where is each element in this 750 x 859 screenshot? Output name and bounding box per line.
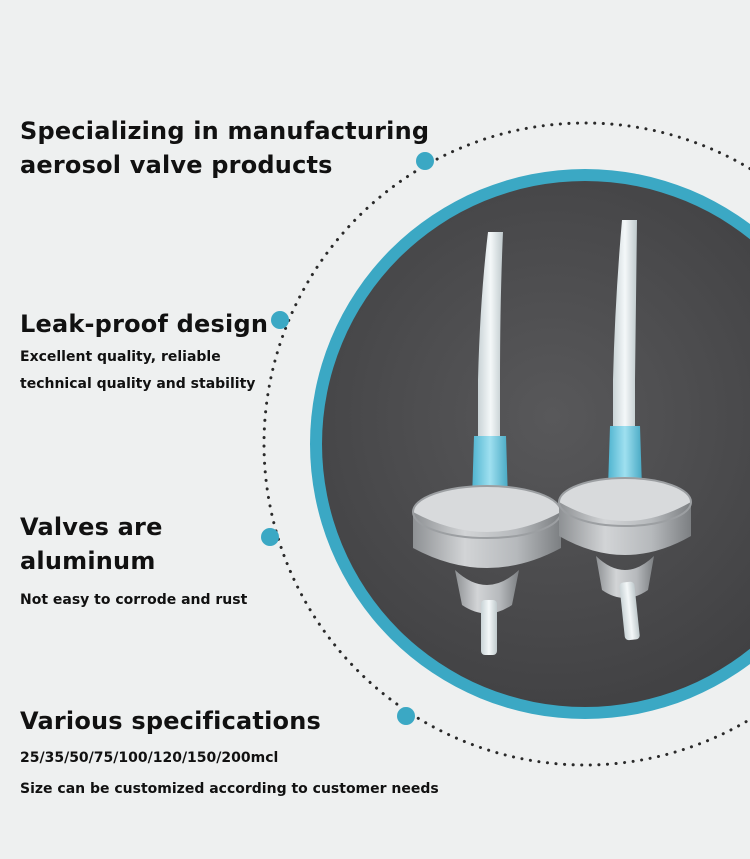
feature-title: aluminum: [20, 547, 156, 575]
accent-dot: [271, 311, 289, 329]
right-valve: [558, 220, 692, 641]
feature-leak-proof: Leak-proof design Excellent quality, rel…: [20, 307, 268, 395]
feature-description: Excellent quality, reliable: [20, 349, 221, 365]
feature-aluminum: Valves are aluminum Not easy to corrode …: [20, 510, 247, 611]
feature-description: 25/35/50/75/100/120/150/200mcl: [20, 750, 279, 766]
accent-dot: [397, 707, 415, 725]
accent-dot: [416, 152, 434, 170]
feature-title: Leak-proof design: [20, 310, 269, 338]
feature-description: Size can be customized according to cust…: [20, 781, 439, 797]
feature-title: Various specifications: [20, 707, 321, 735]
feature-title: Specializing in manufacturing: [20, 117, 430, 145]
feature-description: Not easy to corrode and rust: [20, 592, 248, 608]
feature-title: Valves are: [20, 513, 163, 541]
accent-dot: [261, 528, 279, 546]
feature-specifications: Various specifications 25/35/50/75/100/1…: [20, 704, 439, 800]
feature-description: technical quality and stability: [20, 376, 256, 392]
feature-title: aerosol valve products: [20, 151, 333, 179]
feature-manufacturing: Specializing in manufacturing aerosol va…: [20, 114, 429, 182]
